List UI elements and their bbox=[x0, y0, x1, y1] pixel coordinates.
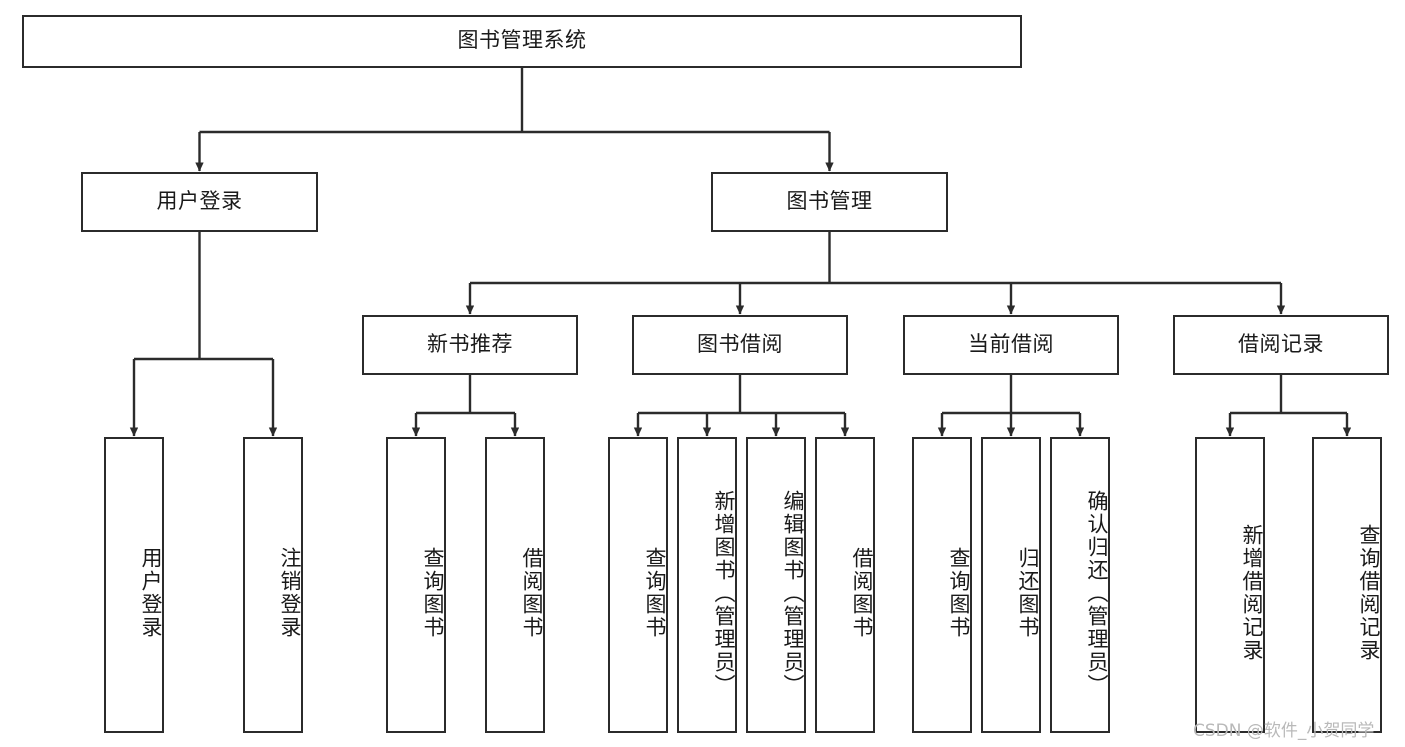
node-leaf-br-query[interactable]: 查询借阅记录 bbox=[1312, 437, 1382, 733]
node-label: 查询借阅记录 bbox=[1357, 524, 1380, 662]
node-label: 查询图书 bbox=[421, 547, 444, 639]
node-label: 编辑图书（管理员） bbox=[781, 489, 804, 697]
node-label: 新书推荐 bbox=[427, 332, 513, 356]
node-label: 查询图书 bbox=[947, 547, 970, 639]
node-label: 借阅图书 bbox=[520, 547, 543, 639]
node-label: 新增借阅记录 bbox=[1240, 524, 1263, 662]
node-label: 注销登录 bbox=[278, 547, 301, 639]
node-borrow-record[interactable]: 借阅记录 bbox=[1173, 315, 1389, 375]
node-leaf-br-add[interactable]: 新增借阅记录 bbox=[1195, 437, 1265, 733]
node-leaf-rec-query[interactable]: 查询图书 bbox=[386, 437, 446, 733]
node-current-borrow[interactable]: 当前借阅 bbox=[903, 315, 1119, 375]
node-label: 图书管理 bbox=[786, 189, 873, 213]
node-user-login[interactable]: 用户登录 bbox=[81, 172, 318, 232]
watermark: CSDN @软件_小贺同学 bbox=[1193, 721, 1375, 741]
node-leaf-rec-borrow[interactable]: 借阅图书 bbox=[485, 437, 545, 733]
node-leaf-bb-edit[interactable]: 编辑图书（管理员） bbox=[746, 437, 806, 733]
node-book-borrow[interactable]: 图书借阅 bbox=[632, 315, 848, 375]
node-leaf-bb-query[interactable]: 查询图书 bbox=[608, 437, 668, 733]
node-leaf-user-logout[interactable]: 注销登录 bbox=[243, 437, 303, 733]
node-label: 用户登录 bbox=[156, 189, 243, 213]
node-label: 查询图书 bbox=[643, 547, 666, 639]
node-leaf-cb-query[interactable]: 查询图书 bbox=[912, 437, 972, 733]
node-leaf-user-login[interactable]: 用户登录 bbox=[104, 437, 164, 733]
node-label: 用户登录 bbox=[139, 547, 162, 639]
node-label: 借阅图书 bbox=[850, 547, 873, 639]
node-label: 图书管理系统 bbox=[457, 29, 587, 53]
node-label: 新增图书（管理员） bbox=[712, 489, 735, 697]
node-leaf-cb-confirm[interactable]: 确认归还（管理员） bbox=[1050, 437, 1110, 733]
node-leaf-bb-add[interactable]: 新增图书（管理员） bbox=[677, 437, 737, 733]
node-leaf-bb-borrow[interactable]: 借阅图书 bbox=[815, 437, 875, 733]
node-book-manage[interactable]: 图书管理 bbox=[711, 172, 948, 232]
node-new-book-rec[interactable]: 新书推荐 bbox=[362, 315, 578, 375]
node-label: 确认归还（管理员） bbox=[1085, 489, 1108, 697]
node-leaf-cb-return[interactable]: 归还图书 bbox=[981, 437, 1041, 733]
node-label: 当前借阅 bbox=[968, 332, 1054, 356]
node-root[interactable]: 图书管理系统 bbox=[22, 15, 1022, 68]
node-label: 图书借阅 bbox=[697, 332, 783, 356]
node-label: 借阅记录 bbox=[1238, 332, 1324, 356]
node-label: 归还图书 bbox=[1016, 547, 1039, 639]
